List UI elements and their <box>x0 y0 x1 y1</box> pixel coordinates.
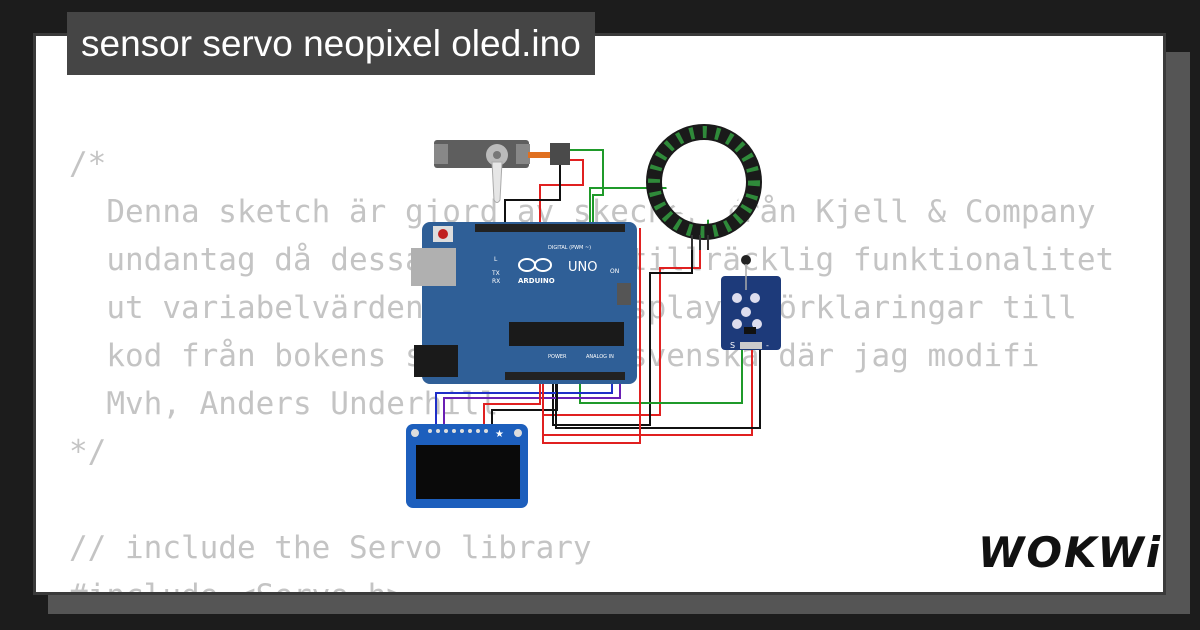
arduino-led-rx: RX <box>492 278 500 285</box>
wire-servo-ground <box>504 165 561 228</box>
arduino-logo-icon <box>518 258 552 272</box>
wire-oled-vcc <box>483 378 541 428</box>
wire-sensor-signal <box>579 348 743 404</box>
code-line: Mvh, Anders Underhill <box>69 386 499 422</box>
arduino-uno[interactable]: DIGITAL (PWM ~) L TX RX ON UNO ARDUINO P… <box>411 222 637 384</box>
neopixel-ring[interactable] <box>646 124 762 250</box>
wire-oled-sda <box>435 378 613 428</box>
arduino-on-label: ON <box>610 268 619 275</box>
oled-display[interactable]: ★ <box>406 424 528 508</box>
wire-neopixel-ground <box>552 248 693 426</box>
code-line: */ <box>69 434 107 470</box>
arduino-digital-label: DIGITAL (PWM ~) <box>548 245 591 251</box>
arduino-brand: ARDUINO <box>518 277 555 285</box>
arduino-power-label: POWER <box>548 354 567 360</box>
sensor-module[interactable]: S - <box>721 255 781 350</box>
wire-servo-signal <box>570 149 604 228</box>
wire-oled-gnd <box>491 378 558 428</box>
code-line: /* <box>69 146 107 182</box>
code-line: // include the Servo library <box>69 530 592 566</box>
arduino-analog-label: ANALOG IN <box>586 354 614 360</box>
servo-motor[interactable] <box>434 140 570 203</box>
sensor-pin-minus: - <box>766 341 769 350</box>
code-preview: /* Denna sketch är gjord av skecher från… <box>69 140 1114 592</box>
project-title: sensor servo neopixel oled.ino <box>67 12 595 75</box>
wires <box>435 149 761 444</box>
arduino-model: UNO <box>568 260 597 275</box>
code-line: #include <Servo.h> <box>69 572 1114 592</box>
sensor-pin-s: S <box>730 341 735 350</box>
arduino-led-tx: TX <box>491 270 500 277</box>
arduino-led-l: L <box>494 256 498 263</box>
oled-star-icon: ★ <box>495 429 504 440</box>
wire-servo-power <box>539 159 584 228</box>
wire-oled-scl <box>443 378 621 428</box>
wire-power-link <box>542 228 641 444</box>
wokwi-logo: WOKWi <box>978 528 1163 577</box>
